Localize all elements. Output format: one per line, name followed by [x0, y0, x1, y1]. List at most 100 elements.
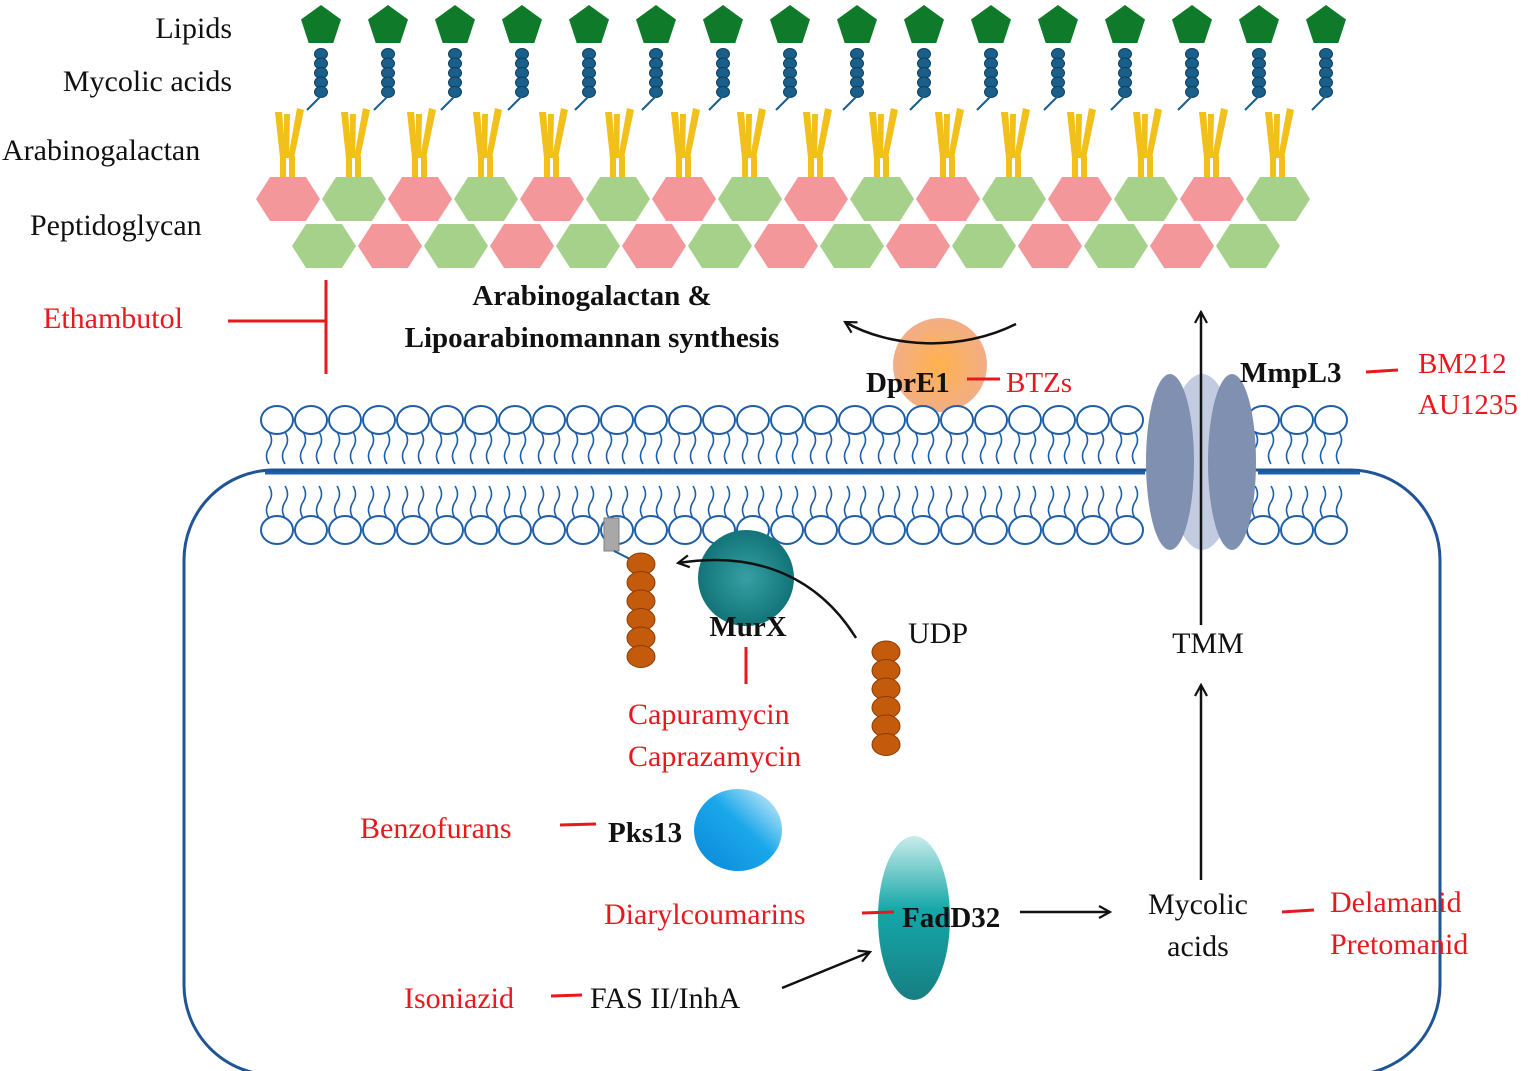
lipid-tail — [621, 485, 629, 519]
lipid-tail — [825, 431, 833, 465]
peptidoglycan-unit — [256, 177, 320, 221]
ag-stem — [1138, 156, 1144, 182]
lipid-unit — [636, 5, 676, 111]
lipid-head — [770, 5, 810, 43]
phospholipid-head — [600, 405, 634, 435]
phospholipid-head — [838, 515, 872, 545]
peptidoglycan-unit — [358, 224, 422, 268]
ag-branch — [1133, 112, 1144, 158]
lipid-tail — [519, 485, 527, 519]
lipid-tail — [401, 431, 409, 465]
lipid-tail — [1013, 431, 1021, 465]
peptidoglycan-unit — [652, 177, 716, 221]
mycolic-bead — [649, 86, 663, 98]
lipid-head — [1172, 5, 1212, 43]
ag-branch — [618, 108, 634, 158]
phospholipid-head — [1280, 405, 1314, 435]
ag-lam-synthesis-line1: Arabinogalactan & — [472, 280, 711, 312]
ag-branch — [275, 112, 286, 158]
label-arabinogalactan: Arabinogalactan — [2, 134, 200, 167]
mycolic-bead — [314, 86, 328, 98]
lipid-tail — [689, 431, 697, 465]
drug-diarylcoumarins: Diarylcoumarins — [604, 898, 806, 931]
ethambutol-inhibition-bar — [228, 280, 328, 374]
lipid-tail — [367, 431, 375, 465]
ag-stem — [619, 156, 625, 182]
peptidoglycan-unit — [1216, 224, 1280, 268]
ag-branch — [548, 114, 554, 158]
ag-stem — [1147, 156, 1153, 182]
phospholipid-head — [362, 515, 396, 545]
lipid-tail — [995, 431, 1003, 465]
lipid-tail — [911, 485, 919, 519]
mycolic-link — [1311, 95, 1327, 111]
lipid-tail — [961, 485, 969, 519]
lipid-tail — [945, 485, 953, 519]
peptidoglycan-unit — [850, 177, 914, 221]
ag-branch — [1142, 114, 1148, 158]
lipid-tail — [689, 485, 697, 519]
ag-branch — [869, 112, 880, 158]
peptidoglycan-unit — [718, 177, 782, 221]
lipid-tail — [383, 485, 391, 519]
mycolic-bead — [850, 86, 864, 98]
ag-branch — [420, 108, 436, 158]
lipid-tail — [843, 431, 851, 465]
isoniazid-inhibition — [550, 993, 583, 998]
mycolic-link — [641, 95, 657, 111]
lipid-tail — [587, 485, 595, 519]
drug-bm212: BM212 — [1418, 348, 1507, 380]
mycolic-link — [373, 95, 389, 111]
drug-pretomanid: Pretomanid — [1330, 928, 1468, 961]
peptidoglycan-unit — [454, 177, 518, 221]
lipid-tail — [825, 485, 833, 519]
lipid-tail — [979, 431, 987, 465]
arabinogalactan-unit — [737, 108, 766, 182]
lipid-unit — [703, 5, 743, 111]
mycolic-bead — [582, 86, 596, 98]
phospholipid-head — [1110, 515, 1144, 545]
phospholipid-head — [668, 405, 702, 435]
murx-enzyme — [698, 530, 794, 626]
peptidoglycan-unit — [556, 224, 620, 268]
pks13-inhibition — [559, 822, 597, 827]
phospholipid-head — [634, 515, 668, 545]
peptide-chain-membrane — [626, 552, 656, 668]
mycolic-inhibition — [1281, 908, 1315, 914]
peptidoglycan-unit — [1246, 177, 1310, 221]
lipid-tail — [673, 431, 681, 465]
phospholipid-head — [532, 405, 566, 435]
pks13-enzyme — [694, 789, 782, 871]
ag-stem — [685, 156, 691, 182]
metabolite-udp: UDP — [908, 617, 968, 650]
lipid-unit — [1172, 5, 1212, 111]
mmpl3-inhibition — [1365, 368, 1399, 374]
lipid-tail — [605, 431, 613, 465]
peptidoglycan-unit — [322, 177, 386, 221]
lipid-tail — [1097, 431, 1105, 465]
metabolite-mycolic-line1: Mycolic — [1148, 888, 1248, 921]
lipid-unit — [1105, 5, 1145, 111]
ag-stem — [742, 156, 748, 182]
lipid-tail — [605, 485, 613, 519]
lipid-tail — [1063, 431, 1071, 465]
arabinogalactan-unit — [803, 108, 832, 182]
metabolite-tmm: TMM — [1172, 627, 1244, 660]
lipid-tail — [859, 431, 867, 465]
mycolic-bead — [1185, 86, 1199, 98]
ag-branch — [1001, 112, 1012, 158]
ag-stem — [544, 156, 550, 182]
peptidoglycan-unit — [1180, 177, 1244, 221]
mycolic-link — [1177, 95, 1193, 111]
lipid-tail — [1267, 485, 1275, 519]
phospholipid-head — [872, 405, 906, 435]
lipid-tail — [519, 431, 527, 465]
ag-synthesis-arrow — [845, 322, 1017, 345]
ag-branch — [341, 112, 352, 158]
lipid-tail — [911, 431, 919, 465]
lipid-head — [1239, 5, 1279, 43]
phospholipid-head — [260, 405, 294, 435]
ag-branch — [1146, 108, 1162, 158]
lipid-tail — [707, 431, 715, 465]
arabinogalactan-unit — [539, 108, 568, 182]
